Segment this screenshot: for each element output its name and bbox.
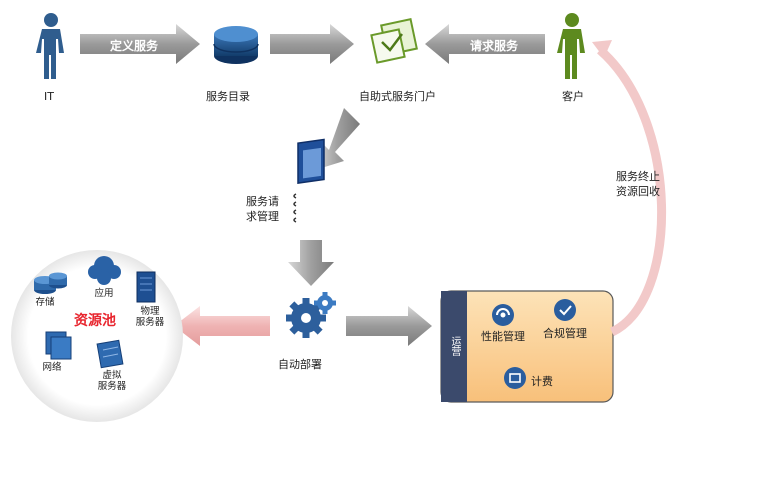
operations-side-label: 运营 <box>449 336 460 356</box>
terminate-return-arrow <box>597 46 666 337</box>
customer-label: 客户 <box>562 90 584 103</box>
virtual-server-icon <box>96 339 124 369</box>
performance-label: 性能管理 <box>481 330 525 343</box>
compliance-label: 合规管理 <box>543 327 587 340</box>
application-label: 应用 <box>94 288 114 299</box>
billing-icon <box>504 367 526 389</box>
gears-icon <box>286 292 336 338</box>
performance-icon <box>492 304 514 326</box>
database-icon <box>213 26 259 64</box>
request-service-arrow <box>425 24 545 64</box>
virtual-line1: 虚拟 <box>102 370 122 381</box>
storage-icon <box>34 272 67 294</box>
deploy-to-pool-arrow <box>174 306 270 346</box>
network-label: 网络 <box>42 362 62 373</box>
resource-pool-title: 资源池 <box>74 313 116 329</box>
deploy-to-ops-arrow <box>346 306 432 346</box>
portal-to-request-arrow <box>315 108 360 170</box>
billing-label: 计费 <box>531 375 553 388</box>
define-service-label: 定义服务 <box>109 39 158 53</box>
application-icon <box>88 256 121 285</box>
it-label: IT <box>44 90 54 103</box>
physical-server-icon <box>136 271 156 303</box>
terminate-return-arrowhead <box>592 40 612 58</box>
terminate-line1: 服务终止 <box>616 170 660 183</box>
storage-label: 存储 <box>35 297 55 308</box>
request-to-deploy-arrow <box>288 240 334 286</box>
request-mgmt-line1: 服务请 <box>246 195 279 208</box>
request-service-label: 请求服务 <box>469 39 518 53</box>
auto-deploy-label: 自动部署 <box>278 358 322 371</box>
operations-side-bar <box>441 291 467 402</box>
request-mgmt-line2: 求管理 <box>246 210 279 223</box>
physical-line1: 物理 <box>140 306 160 317</box>
request-management-icon <box>293 138 325 223</box>
catalog-to-portal-arrow <box>270 24 354 64</box>
virtual-line2: 服务器 <box>97 381 127 392</box>
network-icon <box>45 331 72 360</box>
customer-person-icon <box>557 13 585 79</box>
compliance-icon <box>554 299 576 321</box>
define-service-arrow <box>80 24 200 64</box>
terminate-line2: 资源回收 <box>616 185 660 198</box>
self-service-portal-label: 自助式服务门户 <box>359 90 436 103</box>
physical-line2: 服务器 <box>135 317 165 328</box>
it-person-icon <box>36 13 64 79</box>
service-catalog-label: 服务目录 <box>206 90 250 103</box>
portal-icon <box>370 18 418 64</box>
